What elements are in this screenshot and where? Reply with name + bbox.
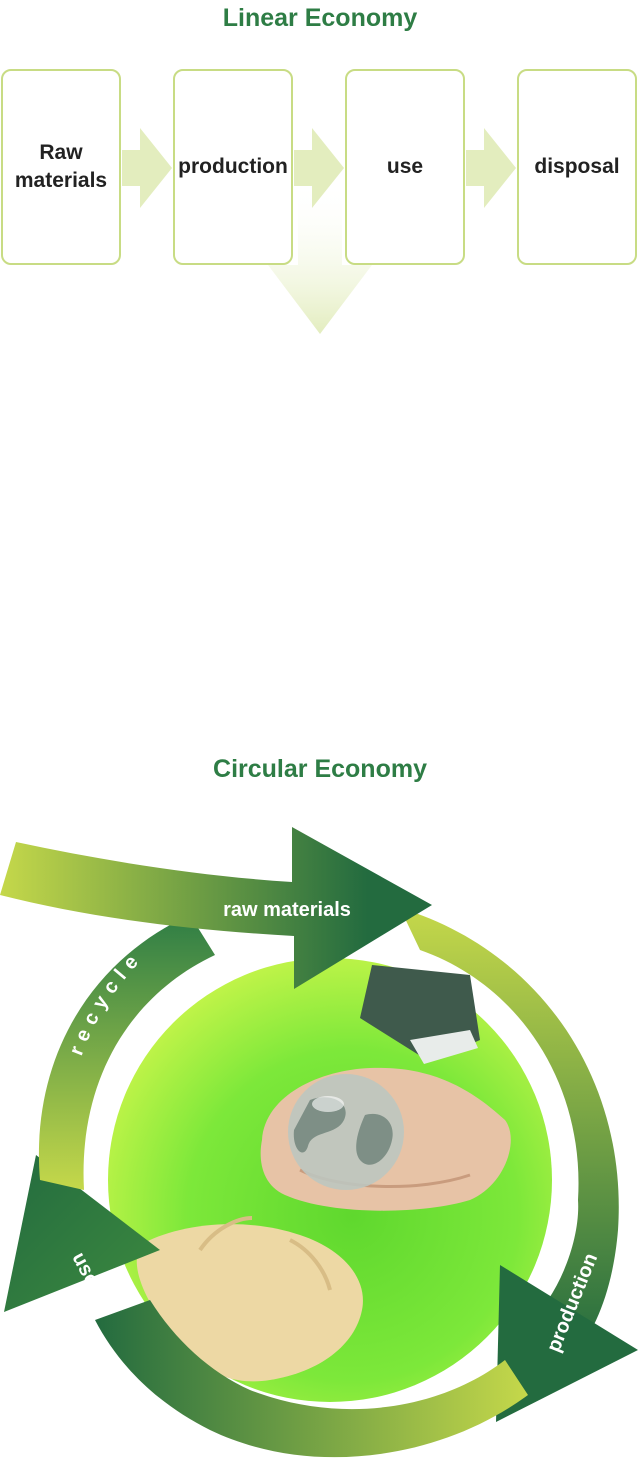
globe-icon — [288, 1074, 404, 1190]
production-arrowhead — [496, 1265, 638, 1422]
circular-cycle-diagram: raw materials production use recycle — [0, 827, 638, 1458]
flow-arrow-3 — [466, 128, 516, 208]
linear-economy-title: Linear Economy — [222, 4, 418, 32]
raw-materials-label: raw materials — [223, 899, 351, 921]
flow-arrow-1 — [122, 128, 172, 208]
step-raw-materials: Raw materials — [1, 69, 121, 265]
linear-flow-arrows — [122, 128, 516, 334]
step-production: production — [173, 69, 293, 265]
hands-globe-image — [108, 958, 552, 1402]
flow-arrow-2 — [294, 128, 344, 208]
use-arrowhead — [4, 1155, 160, 1312]
cycle-arc-left — [38, 915, 215, 1190]
waste-down-arrow — [268, 180, 372, 334]
step-use: use — [345, 69, 465, 265]
cycle-arc-bottom — [95, 1300, 528, 1458]
step-disposal: disposal — [517, 69, 637, 265]
raw-materials-arrow — [0, 827, 432, 989]
circular-economy-title: Circular Economy — [213, 755, 427, 783]
cycle-arc-right — [400, 908, 619, 1355]
